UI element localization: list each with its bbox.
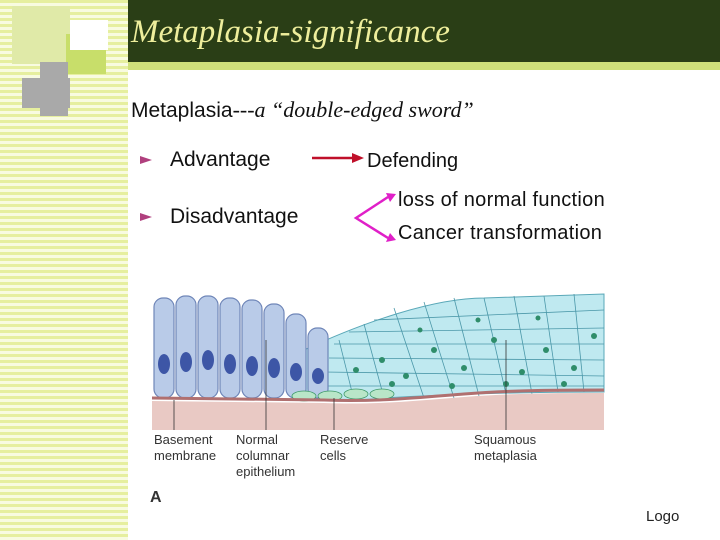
title-bar bbox=[128, 0, 720, 62]
subtitle-term: Metaplasia bbox=[131, 99, 233, 122]
decorative-square-light bbox=[12, 6, 70, 64]
decorative-square-gray-3 bbox=[40, 100, 68, 116]
logo-text: Logo bbox=[646, 508, 680, 525]
fork-arrow-icon bbox=[353, 193, 396, 242]
triangle-bullet-icon bbox=[140, 213, 152, 221]
decorative-square-white bbox=[70, 20, 108, 50]
reserve-cells-label: Reserve cells bbox=[320, 432, 369, 463]
epithelium-illustration bbox=[151, 293, 605, 430]
loss-of-function-label: loss of normal function bbox=[398, 189, 605, 211]
defending-label: Defending bbox=[367, 150, 459, 172]
metaplasia-figure: Basement membrane Normal columnar epithe… bbox=[134, 280, 606, 516]
slide-subtitle: Metaplasia---a “double-edged sword” bbox=[131, 97, 474, 123]
panel-letter: A bbox=[150, 489, 162, 506]
title-bar-strip bbox=[128, 62, 720, 70]
cancer-transformation-label: Cancer transformation bbox=[398, 222, 603, 244]
advantage-label: Advantage bbox=[170, 148, 271, 171]
normal-columnar-label: Normal columnar epithelium bbox=[236, 432, 296, 479]
arrow-right-icon bbox=[312, 153, 364, 163]
triangle-bullet-icon bbox=[140, 156, 152, 164]
slide-title: Metaplasia-significance bbox=[131, 14, 450, 50]
basement-membrane-label: Basement membrane bbox=[154, 432, 217, 463]
squamous-metaplasia-label: Squamous metaplasia bbox=[474, 432, 537, 463]
disadvantage-label: Disadvantage bbox=[170, 205, 299, 228]
subtitle-rest: ---a “double-edged sword” bbox=[232, 97, 474, 122]
